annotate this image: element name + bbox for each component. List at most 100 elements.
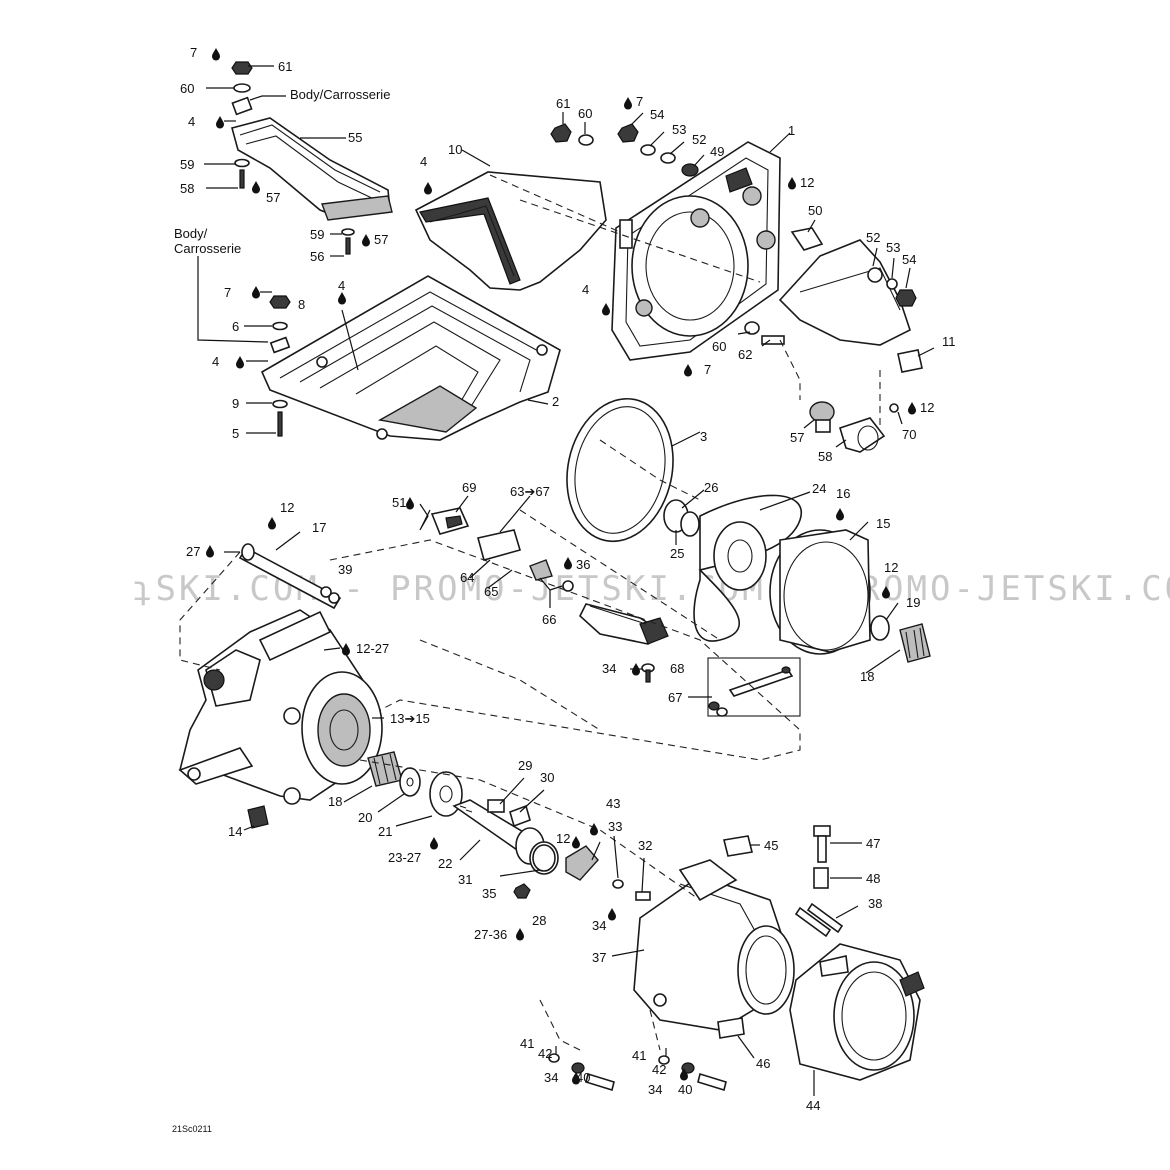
callout-20: 20 bbox=[358, 810, 372, 825]
callout-58: 58 bbox=[818, 449, 832, 464]
callout-61: 61 bbox=[556, 96, 570, 111]
cover-10 bbox=[414, 171, 607, 291]
nut-35 bbox=[513, 883, 531, 899]
callout-61: 61 bbox=[278, 59, 292, 74]
callout-60: 60 bbox=[712, 339, 726, 354]
housing-1 bbox=[611, 141, 781, 361]
callout-29: 29 bbox=[518, 758, 532, 773]
bracket-55 bbox=[231, 117, 393, 221]
callout-11: 11 bbox=[942, 334, 956, 349]
washers-20-21 bbox=[399, 767, 463, 817]
callout-28: 28 bbox=[532, 913, 546, 928]
callout-body: Body/ bbox=[174, 226, 208, 241]
callout-69: 69 bbox=[462, 480, 476, 495]
callout-34: 34 bbox=[592, 918, 606, 933]
callout-7: 7 bbox=[224, 285, 231, 300]
callout-34: 34 bbox=[544, 1070, 558, 1085]
callout-42: 42 bbox=[538, 1046, 552, 1061]
callout-46: 46 bbox=[756, 1056, 770, 1071]
callout-12: 12 bbox=[556, 831, 570, 846]
callout-body-carrosserie: Body/Carrosserie bbox=[290, 87, 390, 102]
seal-ring-3 bbox=[566, 397, 674, 543]
callout-25: 25 bbox=[670, 546, 684, 561]
callout-36: 36 bbox=[576, 557, 590, 572]
cable-assembly-64-66 bbox=[477, 529, 669, 645]
callout-12: 12 bbox=[280, 500, 294, 515]
callout-57: 57 bbox=[374, 232, 388, 247]
callout-39: 39 bbox=[338, 562, 352, 577]
callout-labels: 7 61 60 Body/Carrosserie 4 55 59 58 57 5… bbox=[174, 45, 956, 1113]
callout-27-36: 27-36 bbox=[474, 927, 507, 942]
block-14 bbox=[247, 805, 269, 829]
callout-34: 34 bbox=[602, 661, 616, 676]
callout-12: 12 bbox=[920, 400, 934, 415]
callout-4: 4 bbox=[188, 114, 195, 129]
callout-26: 26 bbox=[704, 480, 718, 495]
callout-40: 40 bbox=[678, 1082, 692, 1097]
parts-57-58-right bbox=[809, 401, 886, 453]
callout-60: 60 bbox=[180, 81, 194, 96]
callout-45: 45 bbox=[764, 838, 778, 853]
callout-3: 3 bbox=[700, 429, 707, 444]
callout-18: 18 bbox=[860, 669, 874, 684]
callout-22: 22 bbox=[438, 856, 452, 871]
callout-carrosserie: Carrosserie bbox=[174, 241, 241, 256]
callout-47: 47 bbox=[866, 836, 880, 851]
callout-8: 8 bbox=[298, 297, 305, 312]
callout-23-27: 23-27 bbox=[388, 850, 421, 865]
callout-15: 15 bbox=[876, 516, 890, 531]
pump-housing-13 bbox=[178, 609, 383, 805]
parts-29-30-31 bbox=[487, 799, 559, 875]
callout-1: 1 bbox=[788, 123, 795, 138]
callout-35: 35 bbox=[482, 886, 496, 901]
callout-68: 68 bbox=[670, 661, 684, 676]
callout-13-15: 13➔15 bbox=[390, 711, 430, 726]
parts-19-18-right bbox=[870, 615, 931, 663]
callout-54: 54 bbox=[902, 252, 916, 267]
callout-50: 50 bbox=[808, 203, 822, 218]
callout-12-27: 12-27 bbox=[356, 641, 389, 656]
callout-52: 52 bbox=[692, 132, 706, 147]
callout-12: 12 bbox=[884, 560, 898, 575]
wear-ring-15 bbox=[769, 529, 871, 655]
callout-51: 51 bbox=[392, 495, 406, 510]
callout-30: 30 bbox=[540, 770, 554, 785]
callout-56: 56 bbox=[310, 249, 324, 264]
callout-33: 33 bbox=[608, 819, 622, 834]
callout-7: 7 bbox=[190, 45, 197, 60]
callout-41: 41 bbox=[632, 1048, 646, 1063]
callout-4: 4 bbox=[582, 282, 589, 297]
callout-70: 70 bbox=[902, 427, 916, 442]
callout-31: 31 bbox=[458, 872, 472, 887]
callout-57: 57 bbox=[790, 430, 804, 445]
callout-59: 59 bbox=[310, 227, 324, 242]
bearing-25-26 bbox=[663, 499, 700, 537]
callout-32: 32 bbox=[638, 838, 652, 853]
screws-33-32 bbox=[612, 879, 651, 901]
fasteners-41-42-40 bbox=[548, 1053, 727, 1092]
callout-16: 16 bbox=[836, 486, 850, 501]
cap-28 bbox=[565, 845, 599, 881]
callout-37: 37 bbox=[592, 950, 606, 965]
bearing-18-left bbox=[367, 751, 403, 787]
parts-45-46-47-48-38 bbox=[717, 825, 844, 1039]
callout-48: 48 bbox=[866, 871, 880, 886]
steering-bracket-50 bbox=[744, 227, 923, 413]
callout-57: 57 bbox=[266, 190, 280, 205]
callout-7: 7 bbox=[636, 94, 643, 109]
callout-49: 49 bbox=[710, 144, 724, 159]
dashed-assembly-lines bbox=[179, 174, 881, 1051]
shaft-17 bbox=[238, 543, 342, 610]
callout-44: 44 bbox=[806, 1098, 820, 1113]
callout-64: 64 bbox=[460, 570, 474, 585]
callout-67: 67 bbox=[668, 690, 682, 705]
callout-52: 52 bbox=[866, 230, 880, 245]
callout-41: 41 bbox=[520, 1036, 534, 1051]
callout-34: 34 bbox=[648, 1082, 662, 1097]
callout-60: 60 bbox=[578, 106, 592, 121]
nozzle-44 bbox=[789, 943, 925, 1081]
callout-43: 43 bbox=[606, 796, 620, 811]
callout-4: 4 bbox=[420, 154, 427, 169]
venturi-37 bbox=[633, 859, 795, 1031]
